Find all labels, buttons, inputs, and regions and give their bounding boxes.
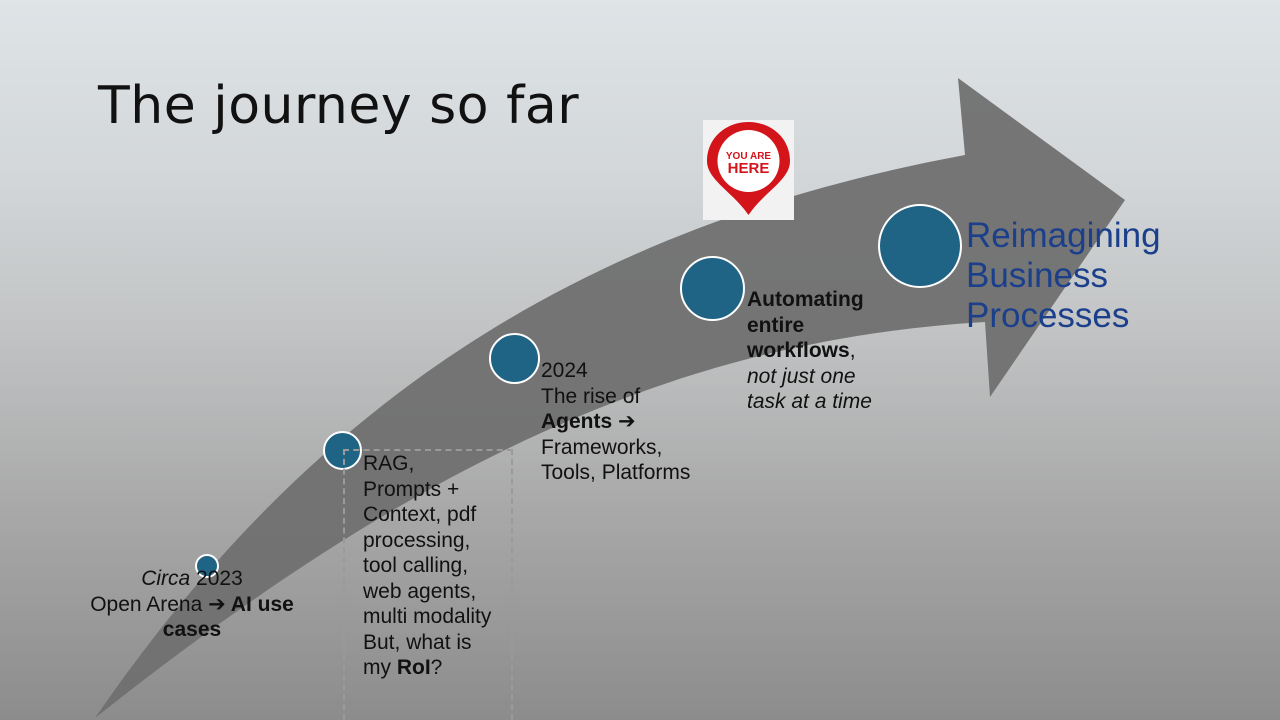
stage-label-text: , — [849, 339, 856, 362]
stage-label-line: Processes — [966, 296, 1161, 336]
stage-label-text: The rise of — [541, 384, 641, 408]
stage-label-line: The rise of — [541, 384, 690, 410]
stage-label-line: 2024 — [541, 358, 690, 384]
stage-label-text: 2023 — [190, 567, 243, 590]
stage-label-line: multi modality — [363, 604, 491, 630]
stage-label-line: Prompts + — [363, 477, 491, 503]
stage-label-text: entire — [747, 313, 805, 337]
stage-label-text: cases — [162, 618, 222, 641]
stage-label-line: Business — [966, 256, 1161, 296]
stage-label-line: Circa 2023 — [70, 566, 314, 592]
stage-label-text: RoI — [396, 656, 431, 679]
stage-label-line: Tools, Platforms — [541, 460, 690, 486]
stage-label-text: task at a time — [747, 390, 872, 413]
stage-label-line: web agents, — [363, 579, 491, 605]
stage-label-line: cases — [70, 617, 314, 643]
stage-label-text: processing, — [363, 528, 471, 552]
stage-label-text: ? — [430, 656, 443, 679]
you-are-here-marker: YOU ARE HERE — [703, 120, 794, 220]
stage-label-text: 2024 — [541, 359, 588, 382]
location-pin-icon: YOU ARE HERE — [707, 122, 790, 215]
stage-label-text: multi modality — [363, 605, 492, 628]
pin-label-line1: YOU ARE — [726, 151, 772, 162]
stage-label-line: Open Arena ➔ AI use — [70, 592, 314, 618]
stage-label-text: not just one — [747, 364, 856, 388]
stage-label-line: RAG, — [363, 451, 491, 477]
stage-label-line: my RoI? — [363, 655, 491, 681]
pin-label-line2: HERE — [728, 160, 770, 177]
stage-node-2023 — [195, 554, 219, 578]
stage-label-line: Agents ➔ — [541, 409, 690, 435]
stage-node-automation — [680, 256, 745, 321]
stage-label-line: Frameworks, — [541, 435, 690, 461]
stage-label-text: my — [363, 656, 397, 679]
stage-label-text: web agents, — [363, 579, 477, 603]
stage-label-text: Circa — [141, 567, 191, 590]
stage-label-line: not just one — [747, 364, 872, 390]
stage-label-line: But, what is — [363, 630, 491, 656]
stage-label-text: Frameworks, — [541, 435, 663, 459]
stage-label-line: Context, pdf — [363, 502, 491, 528]
stage-label-line: processing, — [363, 528, 491, 554]
stage-label-line: entire — [747, 313, 872, 339]
stage-label-line: tool calling, — [363, 553, 491, 579]
slide-title: The journey so far — [98, 76, 580, 136]
stage-label-line: task at a time — [747, 389, 872, 415]
stage-label-line: Automating — [747, 287, 872, 313]
stage-label-text: Prompts + — [363, 477, 460, 501]
stage-label-text: Automating — [747, 288, 864, 311]
journey-arrow — [95, 78, 1125, 718]
stage-node-2024 — [489, 333, 540, 384]
stage-label-text: Business — [966, 256, 1109, 295]
stage-label-line: Reimagining — [966, 216, 1161, 256]
stage-label-text: Agents ➔ — [541, 410, 636, 433]
stage-label-text: RAG, — [363, 452, 415, 475]
stage-label-text: tool calling, — [363, 554, 469, 577]
stage-node-reimagining — [878, 204, 962, 288]
stage-label-text: Processes — [966, 296, 1130, 335]
rag-callout-box — [343, 449, 513, 720]
stage-label-text: But, what is — [363, 630, 472, 654]
stage-label-text: workflows — [747, 339, 850, 362]
stage-label-text: ➔ AI use — [208, 592, 294, 616]
stage-label-text: Open Arena — [90, 592, 209, 616]
stage-label-text: Tools, Platforms — [541, 461, 691, 484]
stage-label-text: Reimagining — [966, 216, 1161, 255]
stage-label-line: workflows, — [747, 338, 872, 364]
stage-label-text: Context, pdf — [363, 503, 477, 526]
